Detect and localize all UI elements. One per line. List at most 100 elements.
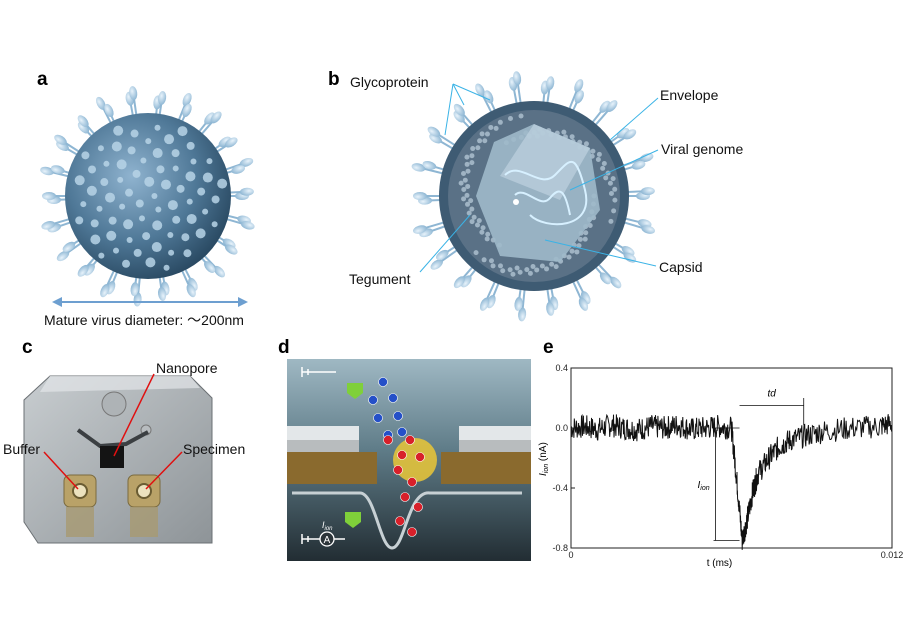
tegument-particle bbox=[476, 218, 482, 224]
tegument-particle bbox=[517, 269, 523, 275]
surface-protein bbox=[167, 200, 178, 211]
spike-head bbox=[77, 121, 90, 134]
label-specimen: Specimen bbox=[183, 441, 246, 457]
surface-protein bbox=[116, 159, 127, 170]
plot-frame bbox=[570, 367, 893, 549]
panel-d-label: d bbox=[278, 337, 290, 358]
spike-head bbox=[436, 249, 449, 260]
tegument-particle bbox=[507, 115, 513, 121]
tegument-particle bbox=[596, 151, 602, 157]
anion bbox=[373, 413, 383, 423]
spike-head bbox=[41, 220, 56, 230]
surface-protein bbox=[132, 169, 141, 178]
tegument-particle bbox=[583, 141, 589, 147]
spike-head bbox=[422, 160, 437, 170]
surface-protein bbox=[151, 242, 162, 253]
tegument-particle bbox=[610, 176, 616, 182]
surface-protein bbox=[75, 216, 84, 225]
spike-head bbox=[204, 261, 216, 273]
tegument-particle bbox=[561, 129, 567, 135]
tegument-particle bbox=[607, 180, 613, 186]
x-tick-label: 0.012 bbox=[881, 550, 904, 560]
tegument-particle bbox=[469, 206, 475, 212]
spike-head bbox=[413, 225, 427, 234]
cation bbox=[383, 435, 393, 445]
spike-head bbox=[239, 187, 254, 196]
tegument-particle bbox=[475, 145, 481, 151]
tegument-particle bbox=[481, 257, 487, 263]
spike-head bbox=[640, 187, 655, 196]
label-glycoprotein: Glycoprotein bbox=[350, 74, 429, 90]
spike-head bbox=[413, 192, 427, 200]
surface-protein bbox=[113, 125, 124, 136]
tegument-particle bbox=[601, 160, 607, 166]
surface-protein bbox=[154, 124, 161, 131]
spike-head bbox=[518, 307, 527, 322]
tegument-particle bbox=[469, 219, 475, 225]
surface-protein bbox=[126, 236, 133, 243]
current-trace bbox=[570, 413, 892, 550]
tegument-particle bbox=[471, 214, 477, 220]
panel-c-label: c bbox=[22, 337, 33, 358]
spike-head bbox=[50, 165, 65, 174]
tegument-particle bbox=[473, 250, 479, 256]
surface-protein bbox=[172, 165, 179, 172]
tegument-particle bbox=[544, 266, 550, 272]
surface-protein bbox=[111, 141, 122, 152]
surface-protein bbox=[151, 193, 158, 199]
tegument-particle bbox=[488, 124, 494, 130]
spike-head bbox=[225, 137, 238, 148]
cation bbox=[405, 435, 415, 445]
surface-protein bbox=[113, 247, 120, 254]
surface-protein bbox=[167, 232, 174, 239]
spike-head bbox=[574, 79, 584, 93]
surface-protein bbox=[202, 208, 209, 215]
surface-protein bbox=[80, 201, 87, 208]
tegument-particle bbox=[612, 197, 618, 203]
surface-protein bbox=[168, 249, 175, 256]
surface-protein bbox=[186, 141, 195, 150]
surface-protein bbox=[127, 146, 136, 155]
td-label: td bbox=[767, 389, 776, 400]
label-capsid: Capsid bbox=[659, 259, 703, 275]
surface-protein bbox=[117, 176, 124, 183]
label-envelope: Envelope bbox=[660, 87, 719, 103]
surface-protein bbox=[152, 148, 163, 159]
spike-head bbox=[411, 163, 426, 172]
tegument-particle bbox=[464, 161, 470, 167]
tegument-particle bbox=[469, 153, 475, 159]
tegument-particle bbox=[484, 131, 490, 137]
tegument-particle bbox=[460, 171, 466, 177]
tegument-particle bbox=[577, 236, 583, 242]
tegument-particle bbox=[461, 187, 467, 193]
cation bbox=[413, 502, 423, 512]
surface-protein bbox=[186, 213, 197, 224]
label-viral-genome: Viral genome bbox=[661, 141, 744, 157]
surface-protein bbox=[206, 158, 213, 165]
tegument-particle bbox=[514, 265, 520, 271]
surface-protein bbox=[142, 232, 151, 241]
spike-head bbox=[479, 297, 490, 311]
spike-head bbox=[77, 264, 89, 277]
y-tick-label: 0.0 bbox=[555, 423, 568, 433]
tegument-particle bbox=[497, 263, 503, 269]
surface-protein bbox=[138, 215, 145, 222]
surface-protein bbox=[185, 171, 196, 182]
surface-protein bbox=[81, 151, 90, 160]
tegument-particle bbox=[524, 267, 530, 273]
spike-head bbox=[486, 294, 496, 309]
y-tick-label: -0.8 bbox=[552, 543, 568, 553]
spike-head bbox=[606, 100, 618, 112]
tegument-particle bbox=[600, 165, 606, 171]
spike-head bbox=[213, 265, 226, 278]
surface-protein bbox=[163, 264, 170, 271]
spike-head bbox=[182, 92, 192, 107]
label-nanopore: Nanopore bbox=[156, 360, 218, 376]
spike-head bbox=[100, 284, 110, 298]
surface-protein bbox=[90, 234, 101, 245]
tegument-particle bbox=[603, 175, 609, 181]
tegument-particle bbox=[553, 264, 559, 270]
